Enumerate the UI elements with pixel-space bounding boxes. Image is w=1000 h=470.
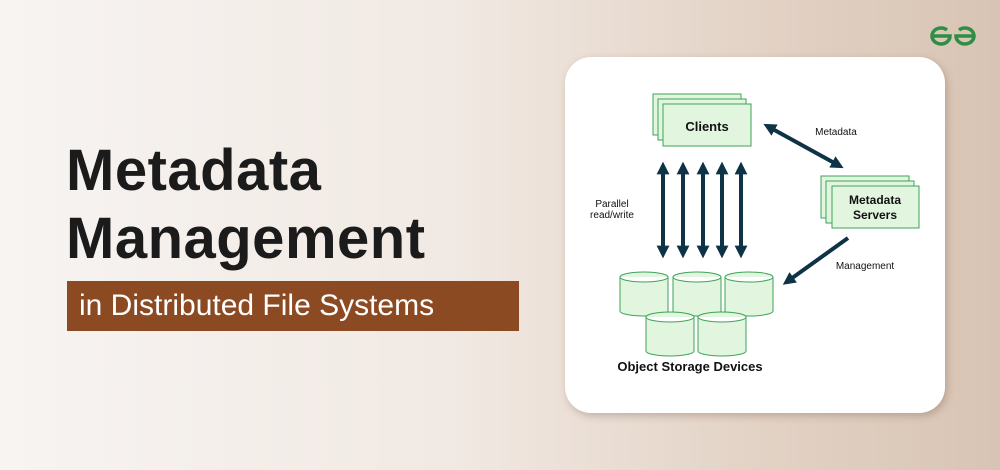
edge-label-metadata: Metadata — [815, 127, 857, 138]
storage-devices — [619, 271, 774, 357]
title-line-2: Management — [66, 206, 426, 271]
metadata-servers-node: Metadata Servers — [820, 175, 920, 229]
parallel-arrows — [656, 123, 850, 285]
storage-cylinder-icon — [645, 311, 695, 357]
metadata-servers-label-2: Servers — [853, 208, 897, 222]
edge-label-parallel-2: read/write — [590, 210, 634, 221]
metadata-servers-label-1: Metadata — [849, 193, 901, 207]
title-line-1: Metadata — [66, 138, 322, 203]
gfg-logo-icon — [930, 26, 976, 46]
clients-node: Clients — [652, 93, 752, 147]
clients-label: Clients — [685, 119, 728, 134]
metadata-arrow-icon — [763, 123, 844, 169]
storage-cylinder-icon — [697, 311, 747, 357]
subtitle-banner: in Distributed File Systems — [67, 281, 519, 331]
edge-label-management: Management — [836, 261, 895, 272]
management-arrow-icon — [782, 236, 850, 285]
storage-cylinder-icon — [619, 271, 669, 317]
storage-cylinder-icon — [672, 271, 722, 317]
diagram-card — [565, 57, 945, 413]
edge-label-parallel-1: Parallel — [595, 199, 628, 210]
storage-cylinder-icon — [724, 271, 774, 317]
storage-label: Object Storage Devices — [617, 359, 762, 374]
